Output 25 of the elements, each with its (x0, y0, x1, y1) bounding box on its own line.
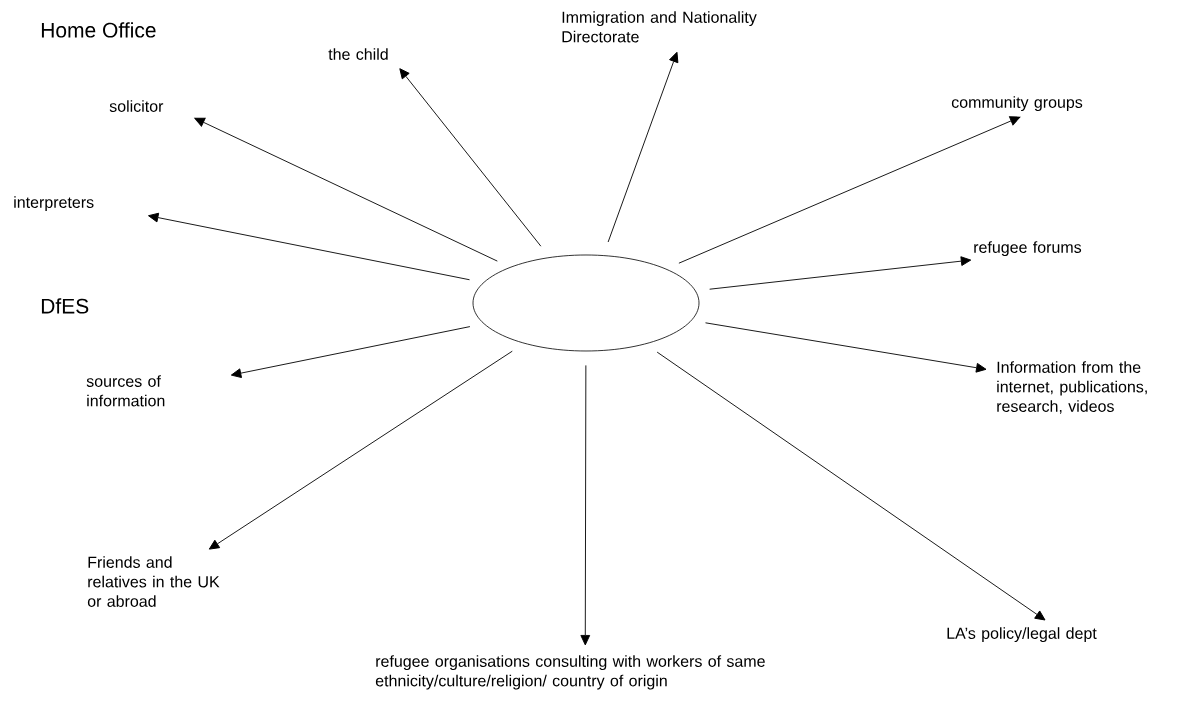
node-label: Immigration and Nationality Directorate (562, 11, 757, 43)
heading-label: Home Office (41, 22, 156, 38)
arrow (607, 51, 679, 243)
arrow (709, 256, 972, 290)
node-label: the child (328, 48, 388, 60)
heading-label: DfES (41, 298, 89, 314)
arrow (656, 351, 1046, 621)
node-label: interpreters (14, 196, 94, 212)
node-label: refugee forums (974, 241, 1082, 257)
ellipse (472, 254, 700, 352)
arrow (399, 68, 542, 247)
node-label: Information from the internet, publications, research, videos (997, 361, 1147, 414)
node-label: community groups (951, 96, 1083, 112)
arrow (194, 117, 498, 262)
node-label: sources of information (86, 375, 165, 407)
node-label: refugee organisations consulting with workers of same ethnicity/culture/religion/ country of origin (375, 655, 765, 690)
node-label: LA’s policy/legal dept (947, 627, 1097, 643)
arrow (230, 326, 471, 378)
node-label: solicitor (109, 100, 164, 112)
arrow (580, 364, 591, 646)
arrow (208, 350, 513, 550)
arrow (705, 322, 987, 373)
arrow (148, 212, 470, 281)
node-label: Friends and relatives in the UK or abroad (87, 556, 220, 607)
arrow (678, 116, 1021, 264)
